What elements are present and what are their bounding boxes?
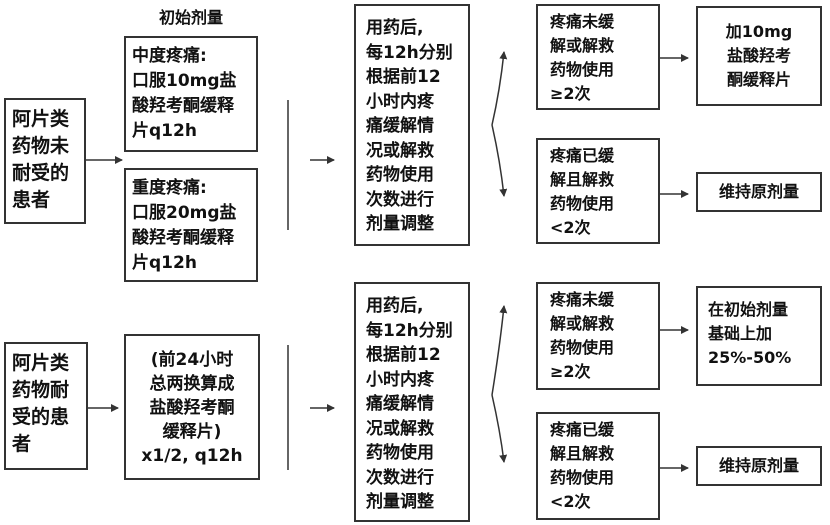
top-dose-adjust-box: 用药后, 每12h分别 根据前12 小时内疼 痛缓解情 况或解救 药物使用 次数… — [354, 4, 470, 246]
top-moderate-pain-box: 中度疼痛: 口服10mg盐 酸羟考酮缓释 片q12h — [124, 36, 258, 152]
bottom-relieved-condition-box: 疼痛已缓 解且解救 药物使用 <2次 — [536, 412, 660, 520]
bottom-patient-box: 阿片类 药物耐 受的患 者 — [4, 342, 88, 470]
bottom-increase-25-50-box: 在初始剂量 基础上加 25%-50% — [696, 286, 822, 386]
arrow-top-branch-down — [491, 124, 508, 197]
bottom-unrelieved-condition-box: 疼痛未缓 解或解救 药物使用 ≥2次 — [536, 282, 660, 390]
top-add-10mg-box: 加10mg 盐酸羟考 酮缓释片 — [696, 6, 822, 106]
top-patient-box: 阿片类 药物未 耐受的 患者 — [4, 98, 86, 224]
bottom-conversion-box: (前24小时 总两换算成 盐酸羟考酮 缓释片) x1/2, q12h — [124, 334, 260, 480]
arrow-bottom-branch-up — [491, 305, 508, 396]
initial-dose-label: 初始剂量 — [158, 8, 223, 27]
bottom-maintain-dose-box: 维持原剂量 — [696, 446, 822, 486]
top-maintain-dose-box: 维持原剂量 — [696, 172, 822, 212]
top-unrelieved-condition-box: 疼痛未缓 解或解救 药物使用 ≥2次 — [536, 4, 660, 110]
top-relieved-condition-box: 疼痛已缓 解且解救 药物使用 <2次 — [536, 138, 660, 244]
arrow-bottom-branch-down — [491, 394, 508, 463]
bottom-dose-adjust-box: 用药后, 每12h分别 根据前12 小时内疼 痛缓解情 况或解救 药物使用 次数… — [354, 282, 470, 522]
top-severe-pain-box: 重度疼痛: 口服20mg盐 酸羟考酮缓释 片q12h — [124, 168, 258, 282]
arrow-top-branch-up — [491, 51, 508, 126]
